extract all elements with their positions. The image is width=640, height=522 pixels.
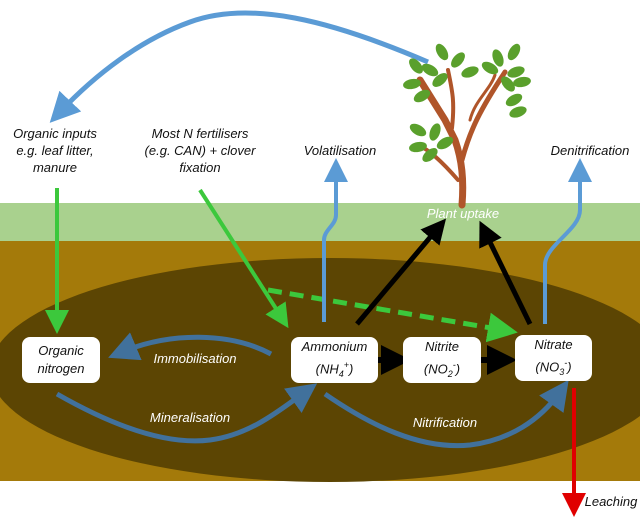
volatilisation-label: Volatilisation bbox=[303, 143, 377, 158]
volatilisation-arrow bbox=[322, 158, 348, 322]
formula-sub: 3 bbox=[559, 366, 565, 377]
fertiliser-nitrate-dashed-arrow bbox=[267, 287, 518, 343]
box-line: nitrogen bbox=[37, 361, 85, 376]
immobilisation-label: Immobilisation bbox=[153, 351, 237, 366]
litter-arrow bbox=[49, 10, 429, 123]
box-name: Nitrite bbox=[425, 338, 459, 354]
plant-uptake-label: Plant uptake bbox=[426, 206, 500, 221]
uptake-ammonium-arrow bbox=[355, 218, 447, 326]
leaching-label: Leaching bbox=[584, 494, 638, 509]
ammonium-box: Ammonium (NH4+) bbox=[291, 337, 378, 383]
immobilisation-arrow bbox=[108, 332, 273, 361]
formula-base: (NH bbox=[315, 360, 339, 376]
box-formula: (NH4+) bbox=[316, 356, 354, 383]
fertiliser-input-arrow bbox=[198, 188, 289, 329]
formula-close: ) bbox=[567, 358, 572, 374]
organic-nitrogen-box: Organic nitrogen bbox=[22, 337, 100, 383]
formula-base: (NO bbox=[535, 358, 560, 374]
box-name: Nitrate bbox=[534, 336, 573, 352]
formula-sup: - bbox=[452, 359, 456, 370]
box-formula: (NO3-) bbox=[535, 354, 571, 381]
label-line: e.g. leaf litter, bbox=[16, 143, 94, 158]
formula-close: ) bbox=[349, 360, 354, 376]
formula-sub: 2 bbox=[447, 368, 453, 379]
grass-layer bbox=[0, 203, 640, 241]
organic-inputs-label: Organic inputs e.g. leaf litter, manure bbox=[0, 125, 110, 176]
nitrification-arrow bbox=[323, 379, 569, 449]
mineralisation-arrow bbox=[55, 383, 318, 444]
formula-sup: - bbox=[564, 357, 568, 368]
label-line: manure bbox=[32, 160, 78, 175]
formula-base: (NO bbox=[423, 360, 448, 376]
label-line: Most N fertilisers bbox=[151, 126, 249, 141]
denitrification-arrow bbox=[543, 158, 592, 324]
label-line: (e.g. CAN) + clover bbox=[144, 143, 256, 158]
nitrification-label: Nitrification bbox=[412, 415, 478, 430]
formula-sub: 4 bbox=[338, 368, 344, 379]
nitrate-box: Nitrate (NO3-) bbox=[515, 335, 592, 381]
formula-sup: + bbox=[343, 359, 350, 370]
denitrification-label: Denitrification bbox=[550, 143, 630, 158]
label-line: fixation bbox=[179, 160, 221, 175]
label-line: Organic inputs bbox=[13, 126, 97, 141]
box-formula: (NO2-) bbox=[424, 356, 460, 383]
nitrite-box: Nitrite (NO2-) bbox=[403, 337, 481, 383]
uptake-nitrate-arrow bbox=[479, 220, 533, 326]
box-line: Organic bbox=[38, 343, 84, 358]
tree-icon bbox=[403, 43, 531, 209]
formula-close: ) bbox=[455, 360, 461, 376]
box-name: Ammonium bbox=[301, 338, 368, 354]
mineralisation-label: Mineralisation bbox=[149, 410, 231, 425]
fertiliser-label: Most N fertilisers (e.g. CAN) + clover f… bbox=[138, 125, 262, 176]
